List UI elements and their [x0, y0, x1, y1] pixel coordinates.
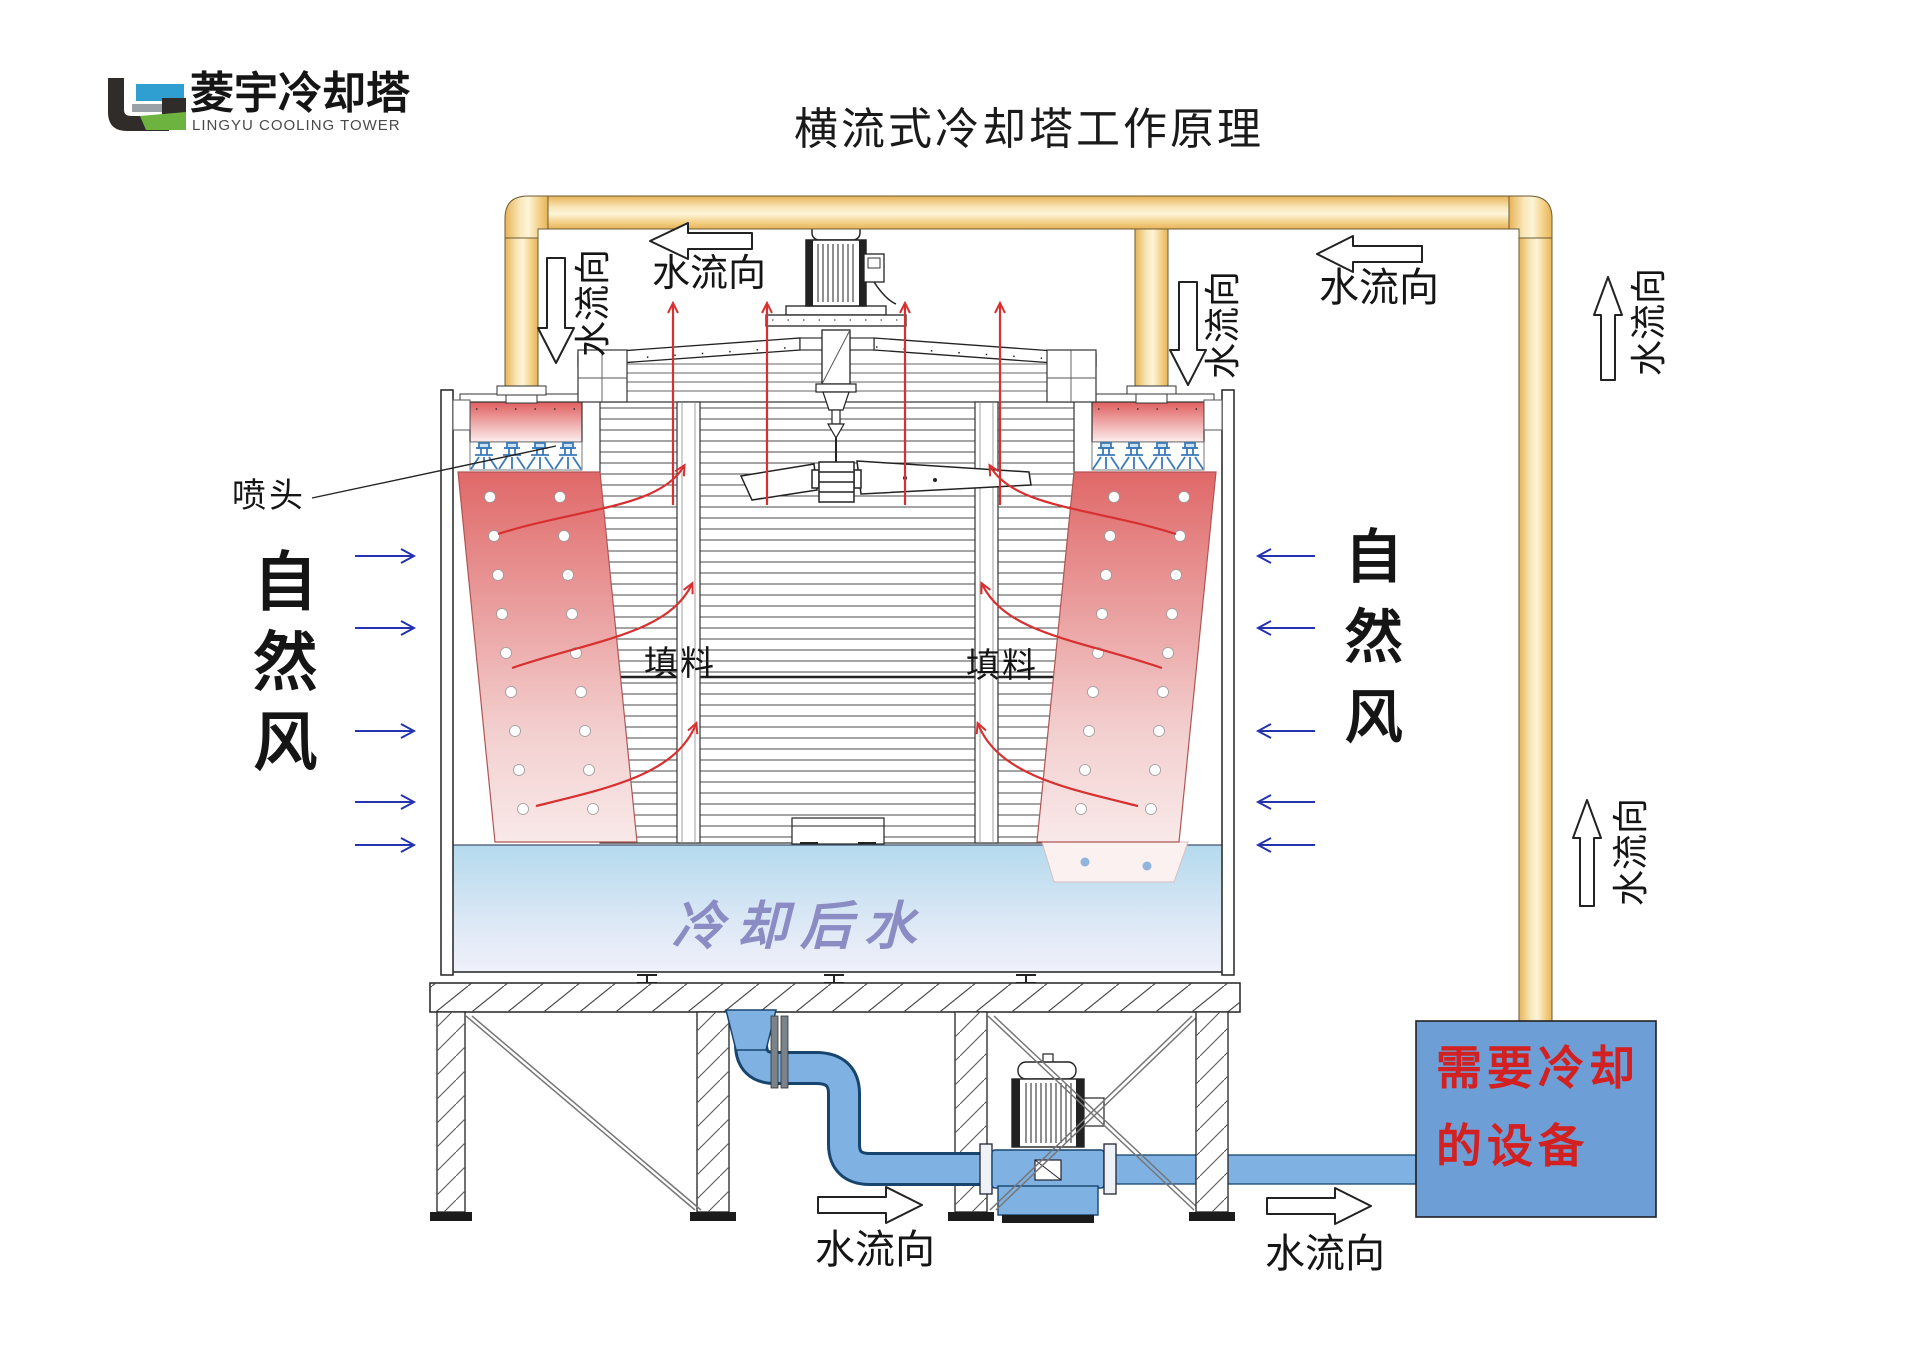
cooled-water-label: 冷却后水 — [671, 899, 928, 956]
spray-head-label: 喷头 — [232, 478, 306, 515]
arrow-left-pipe-down — [537, 257, 575, 364]
hot-water-basin-right — [1085, 393, 1215, 471]
logo-mark-art — [108, 78, 186, 131]
natural-wind-label-left: 自然风 — [244, 548, 316, 788]
suction-box — [791, 817, 885, 846]
riser-left — [504, 237, 539, 389]
arrow-top-center-left — [649, 222, 753, 260]
logo-name-en: LINGYU COOLING TOWER — [192, 117, 401, 134]
hot-water-basin-left — [459, 393, 589, 471]
fill-label-right: 填料 — [966, 648, 1038, 685]
logo-name-cn: 菱宇冷却塔 — [190, 69, 410, 118]
arrow-bottom-right-right — [1266, 1187, 1372, 1225]
equipment-box — [1415, 1020, 1657, 1218]
arrow-right-pipe-up-lower — [1572, 799, 1602, 907]
tower-wall-left — [440, 389, 454, 976]
water-flow-label-right-upper: 水流向 — [1629, 268, 1669, 377]
riser-right — [1518, 237, 1553, 1022]
water-flow-label-bottom-center: 水流向 — [815, 1227, 935, 1272]
hot-water-pipe-loop — [496, 195, 1553, 1022]
logo-mark — [100, 68, 195, 140]
wind-arrows — [355, 548, 1315, 853]
arrow-bottom-center-right — [817, 1186, 923, 1224]
water-flow-label-mid-pipe: 水流向 — [1203, 271, 1243, 380]
water-flow-label-top-center: 水流向 — [652, 253, 767, 295]
tower-wall-right — [1221, 389, 1235, 976]
page-title: 横流式冷却塔工作原理 — [794, 105, 1264, 154]
base-plates — [430, 1212, 1235, 1223]
equipment-label-line2: 的设备 — [1436, 1121, 1589, 1172]
flow-direction-arrows — [537, 222, 1623, 1225]
water-flow-label-left-pipe: 水流向 — [573, 249, 613, 358]
diagonal-brace-x — [987, 1015, 1201, 1211]
natural-wind-label-right: 自然风 — [1335, 526, 1401, 766]
equipment-label-line1: 需要冷却 — [1436, 1043, 1640, 1094]
spray-head-leader-line — [311, 445, 557, 499]
pump — [979, 1053, 1117, 1216]
airflow-arrows — [497, 300, 1177, 808]
water-flow-label-top-right: 水流向 — [1319, 265, 1439, 310]
drop-pipe-mid — [1134, 228, 1169, 388]
diagonal-brace — [465, 1015, 702, 1211]
water-flow-label-bottom-right: 水流向 — [1265, 1231, 1385, 1276]
water-flow-label-right-lower: 水流向 — [1611, 798, 1651, 907]
arrow-right-pipe-up-upper — [1593, 276, 1623, 381]
arrow-top-right-left — [1316, 235, 1423, 273]
fan-deck — [577, 337, 1097, 403]
fan-motor — [765, 223, 907, 440]
fill-label-left: 填料 — [644, 646, 716, 683]
arrow-mid-pipe-down — [1169, 281, 1207, 386]
support-structure — [429, 974, 1241, 1213]
